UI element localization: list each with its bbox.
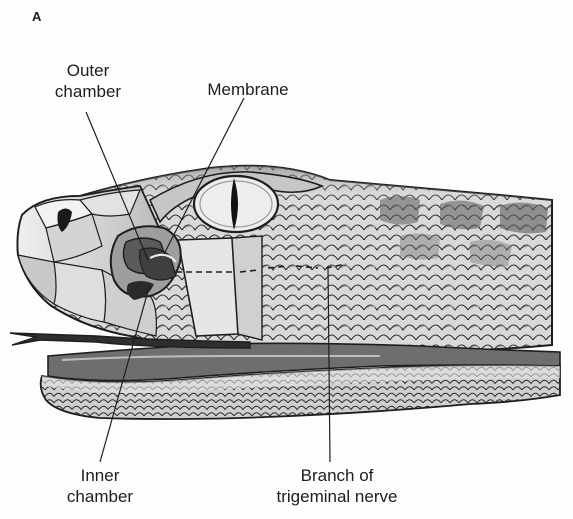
outer-chamber-label-line1: Outer xyxy=(52,60,124,81)
inner-chamber-label: Inner chamber xyxy=(62,465,138,507)
inner-chamber-label-line1: Inner xyxy=(62,465,138,486)
nerve-label: Branch of trigeminal nerve xyxy=(262,465,412,507)
nerve-label-line1: Branch of xyxy=(262,465,412,486)
eye xyxy=(194,176,278,232)
upper-head xyxy=(18,166,553,352)
membrane-label: Membrane xyxy=(194,79,302,100)
outer-chamber-label-line2: chamber xyxy=(52,81,124,102)
outer-chamber-label: Outer chamber xyxy=(52,60,124,102)
inner-chamber-label-line2: chamber xyxy=(62,486,138,507)
nerve-label-line2: trigeminal nerve xyxy=(262,486,412,507)
panel-letter: A xyxy=(32,6,41,27)
